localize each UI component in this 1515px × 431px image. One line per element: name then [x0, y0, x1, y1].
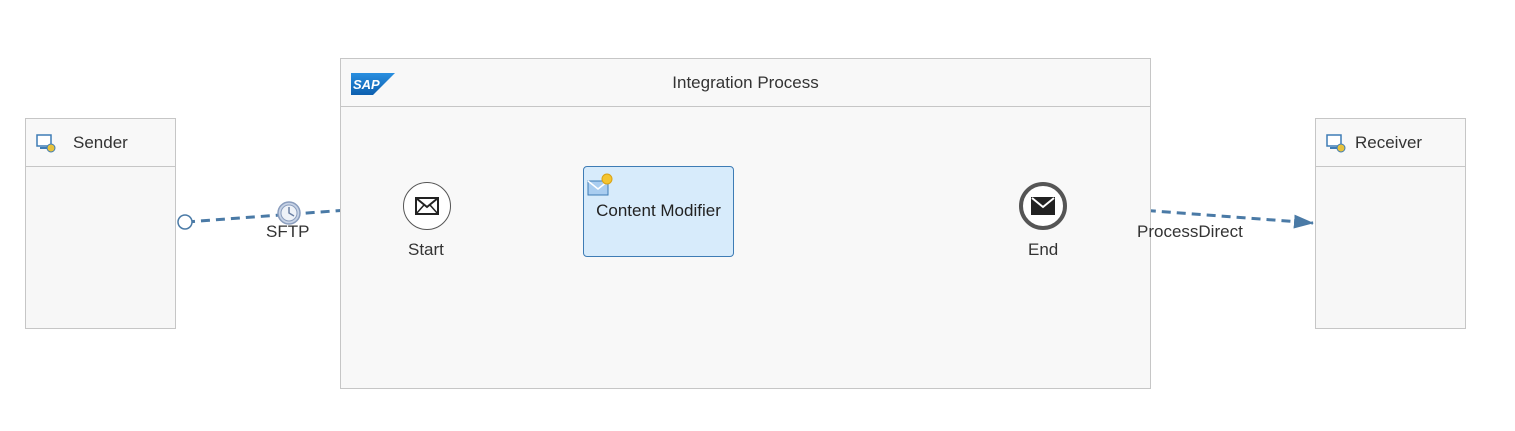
participant-system-icon — [1326, 134, 1346, 153]
integration-process-header: SAP Integration Process — [341, 59, 1150, 107]
sender-flow-start-dot — [177, 214, 193, 230]
receiver-channel-label: ProcessDirect — [1137, 222, 1243, 241]
sap-logo: SAP — [351, 73, 395, 95]
start-event[interactable] — [403, 182, 451, 230]
sender-channel-label: SFTP — [266, 222, 310, 241]
end-label: End — [1028, 240, 1059, 259]
envelope-icon — [1031, 197, 1055, 215]
receiver-participant[interactable]: Receiver — [1315, 118, 1466, 329]
integration-process-title: Integration Process — [672, 73, 819, 92]
integration-process-pool[interactable]: SAP Integration Process — [340, 58, 1151, 389]
sender-participant[interactable]: Sender — [25, 118, 176, 329]
sap-logo-text: SAP — [353, 77, 380, 92]
participant-system-icon — [36, 134, 56, 153]
content-modifier-step[interactable]: Content Modifier — [583, 166, 734, 257]
envelope-icon — [415, 197, 439, 215]
receiver-header: Receiver — [1316, 119, 1465, 167]
receiver-label: Receiver — [1355, 133, 1423, 152]
start-label: Start — [408, 240, 444, 259]
content-modifier-icon — [587, 173, 613, 196]
timer-icon[interactable] — [277, 201, 301, 225]
sender-label: Sender — [73, 133, 128, 152]
sender-header: Sender — [26, 119, 175, 167]
content-modifier-label: Content Modifier — [596, 201, 721, 220]
end-event[interactable] — [1019, 182, 1067, 230]
